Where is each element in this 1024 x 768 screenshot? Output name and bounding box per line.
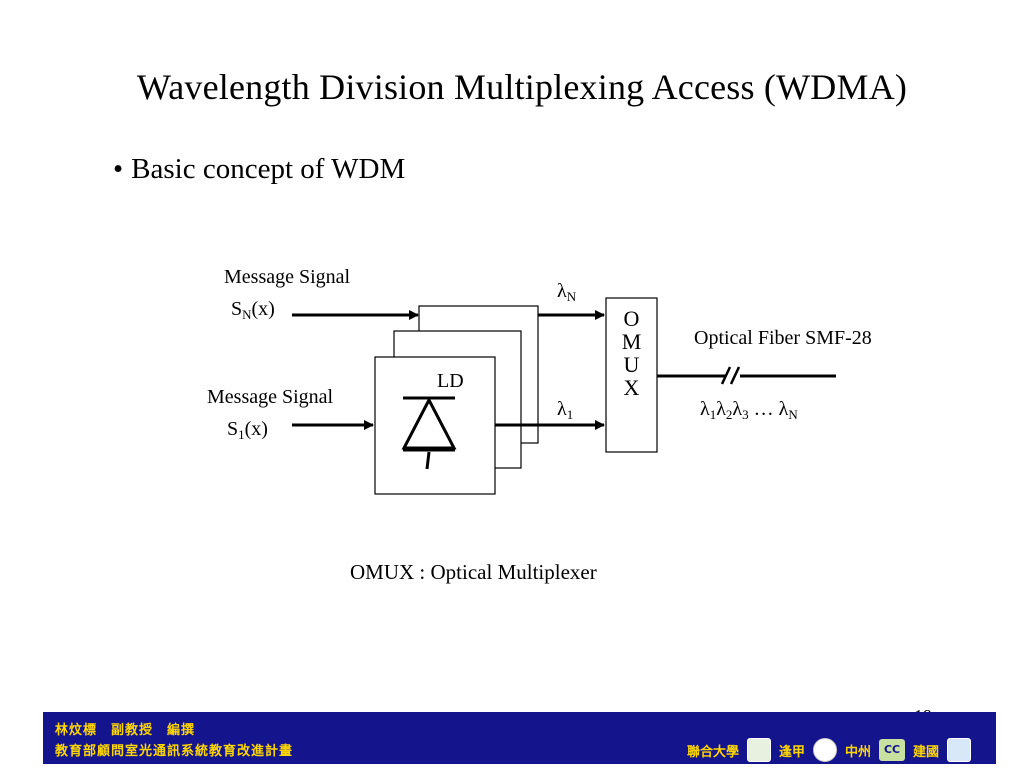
partner-ccut: 中州	[845, 744, 872, 760]
signal-sn-label: SN(x)	[231, 298, 275, 322]
message-signal-bottom-label: Message Signal	[207, 386, 334, 408]
footer-author: 林炆標 副教授 編撰	[55, 723, 196, 738]
omux-letter: U	[623, 352, 640, 377]
fiber-break-icon	[720, 366, 741, 385]
bullet-item: •Basic concept of WDM	[113, 153, 405, 186]
bullet-marker: •	[113, 153, 124, 185]
signal-s1-label: S1(x)	[227, 418, 268, 442]
omux-letter: O	[623, 306, 640, 331]
laser-diode-icon	[401, 396, 457, 470]
ld-box-front	[374, 356, 496, 495]
omux-letter: M	[621, 329, 642, 354]
footer-program: 教育部顧問室光通訊系統教育改進計畫	[55, 744, 294, 759]
fcu-logo-icon	[747, 738, 772, 762]
lambda-n-label: λN	[557, 280, 577, 304]
slide-title: Wavelength Division Multiplexing Access …	[136, 67, 908, 107]
cc-badge: CC	[879, 739, 906, 761]
omux-label: O M U X	[606, 307, 657, 399]
partner-ctu: 建國	[913, 744, 940, 760]
bullet-text: Basic concept of WDM	[131, 153, 406, 185]
ld-label: LD	[437, 370, 464, 392]
chienkuo-logo-icon	[813, 738, 838, 762]
omux-caption: OMUX : Optical Multiplexer	[350, 560, 597, 584]
omux-letter: X	[623, 375, 640, 400]
footer-banner: 林炆標 副教授 編撰 教育部顧問室光通訊系統教育改進計畫 聯合大學 逢甲 中州 …	[43, 712, 996, 764]
fiber-label: Optical Fiber SMF-28	[694, 327, 872, 349]
partner-nuu: 聯合大學	[687, 744, 740, 760]
omux-box	[605, 297, 658, 453]
partner-list: 聯合大學 逢甲 中州 CC 建國	[683, 738, 975, 762]
lambda-1-label: λ1	[557, 398, 574, 422]
partner-fcu: 逢甲	[779, 744, 806, 760]
university-logo-icon	[947, 738, 972, 762]
message-signal-top-label: Message Signal	[224, 266, 351, 288]
fiber-wavelengths-label: λ1λ2λ3 … λN	[700, 398, 798, 422]
